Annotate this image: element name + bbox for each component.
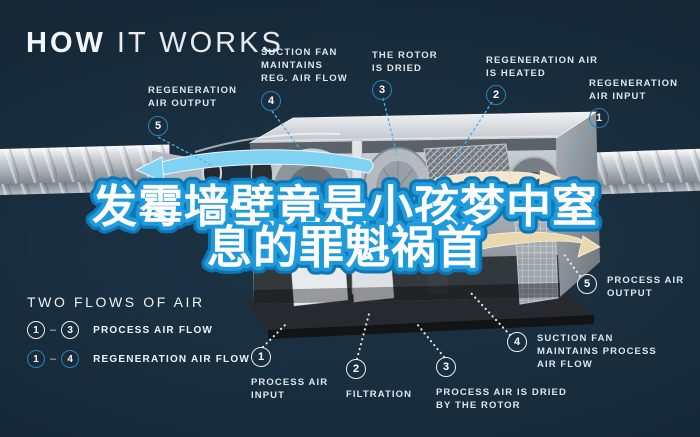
label-line: REGENERATION (589, 78, 679, 89)
legend-badge-from: 1 (27, 321, 45, 339)
callout-process-3: 3 PROCESS AIR IS DRIED BY THE ROTOR (436, 357, 567, 412)
regeneration-leader-lines (157, 97, 597, 167)
callout-label: PROCESS AIR OUTPUT (607, 274, 684, 300)
legend-label: REGENERATION AIR FLOW (93, 353, 250, 365)
heated-air-arrow (433, 170, 562, 189)
callout-regeneration-1: REGENERATION AIR INPUT 1 (589, 77, 678, 128)
callout-process-2: 2 FILTRATION (346, 359, 412, 401)
callout-label: REGENERATION AIR IS HEATED (486, 54, 598, 80)
process-output-arrow (470, 231, 601, 258)
label-line: PROCESS AIR (607, 275, 685, 286)
badge-regeneration-5: 5 (148, 116, 168, 136)
label-line: SUCTION FAN (537, 333, 614, 344)
top-edge-highlight (251, 135, 557, 142)
label-line: IS HEATED (486, 68, 546, 79)
badge-regeneration-2: 2 (486, 85, 506, 105)
headline-line2-outline: 息的罪魁祸首 (207, 221, 483, 274)
cabinet-left (289, 245, 349, 307)
label-line: REG. AIR FLOW (261, 73, 348, 84)
label-line: AIR FLOW (537, 359, 593, 370)
badge-process-1: 1 (251, 347, 271, 367)
top-sweep-highlight (194, 132, 341, 153)
label-line: SUCTION FAN (261, 47, 338, 58)
badge-process-4: 4 (507, 332, 527, 352)
callout-label: FILTRATION (346, 388, 412, 401)
left-duct (0, 144, 171, 196)
rotor-drum (363, 147, 433, 229)
callout-process-4: 4 SUCTION FAN MAINTAINS PROCESS AIR FLOW (507, 332, 657, 371)
label-line: BY THE ROTOR (436, 400, 521, 411)
legend-row-regeneration: 1 – 4 REGENERATION AIR FLOW (27, 350, 250, 368)
badge-process-2: 2 (346, 359, 366, 379)
regeneration-output-arrow (134, 149, 374, 183)
floor-shadow (254, 283, 560, 304)
label-line: PROCESS AIR IS DRIED (436, 387, 567, 398)
label-line: REGENERATION AIR (486, 55, 599, 66)
callout-label: THE ROTOR IS DRIED (372, 49, 438, 75)
legend-heading: TWO FLOWS OF AIR (27, 294, 205, 310)
legend-badge-to: 3 (61, 321, 80, 339)
badge-regeneration-4: 4 (261, 91, 281, 111)
machine-base (244, 293, 594, 330)
legend-row-process: 1 – 3 PROCESS AIR FLOW (27, 321, 250, 339)
outlet-filter-panel (513, 201, 559, 305)
legend: TWO FLOWS OF AIR 1 – 3 PROCESS AIR FLOW … (27, 294, 250, 368)
label-line: FILTRATION (346, 389, 413, 400)
label-line: AIR OUTPUT (148, 98, 218, 109)
label-line: MAINTAINS PROCESS (537, 346, 657, 357)
control-device (428, 232, 448, 294)
label-line: PROCESS AIR (251, 377, 329, 388)
machine-base-front (268, 315, 594, 339)
regeneration-inner-arrow (264, 186, 443, 206)
badge-regeneration-3: 3 (372, 80, 392, 100)
headline-line2: 息的罪魁祸首 (207, 221, 483, 274)
callout-label: SUCTION FAN MAINTAINS REG. AIR FLOW (261, 46, 348, 85)
callout-regeneration-5: REGENERATION AIR OUTPUT 5 (148, 84, 237, 136)
label-line: IS DRIED (372, 63, 422, 74)
process-leader-lines (261, 251, 582, 361)
legend-badge-to: 4 (61, 350, 80, 368)
page-title-light: IT WORKS (105, 27, 284, 59)
badge-process-3: 3 (436, 357, 456, 377)
label-line: INPUT (251, 390, 285, 401)
cabinet-right (349, 244, 395, 303)
label-line: REGENERATION (148, 85, 238, 96)
callout-label: PROCESS AIR INPUT (251, 376, 328, 402)
legend-dash: – (50, 324, 57, 336)
page-title: HOW IT WORKS (26, 27, 284, 60)
badge-regeneration-1: 1 (589, 108, 609, 128)
label-line: OUTPUT (607, 288, 653, 299)
callout-label: SUCTION FAN MAINTAINS PROCESS AIR FLOW (537, 332, 657, 371)
right-duct (567, 148, 700, 196)
callout-label: REGENERATION AIR INPUT (589, 77, 678, 103)
callout-regeneration-4: SUCTION FAN MAINTAINS REG. AIR FLOW 4 (261, 46, 348, 111)
callout-label: REGENERATION AIR OUTPUT (148, 84, 237, 110)
callout-regeneration-2: REGENERATION AIR IS HEATED 2 (486, 54, 598, 105)
headline-line1: 发霉墙壁竟是小孩梦中窒 (92, 180, 598, 233)
page-title-bold: HOW (26, 27, 106, 59)
legend-label: PROCESS AIR FLOW (93, 324, 214, 336)
intake-opening (252, 155, 272, 195)
badge-process-5: 5 (577, 274, 597, 294)
label-line: MAINTAINS (261, 60, 323, 71)
callout-regeneration-3: THE ROTOR IS DRIED 3 (372, 49, 438, 100)
label-line: THE ROTOR (372, 50, 438, 61)
callout-label: PROCESS AIR IS DRIED BY THE ROTOR (436, 386, 567, 412)
label-line: AIR INPUT (589, 91, 647, 102)
callout-process-1: 1 PROCESS AIR INPUT (251, 347, 328, 402)
legend-badge-from: 1 (27, 350, 45, 368)
callout-process-5: 5 PROCESS AIR OUTPUT (577, 274, 684, 300)
legend-dash: – (50, 353, 57, 365)
headline-line1-outline: 发霉墙壁竟是小孩梦中窒 (92, 180, 598, 233)
